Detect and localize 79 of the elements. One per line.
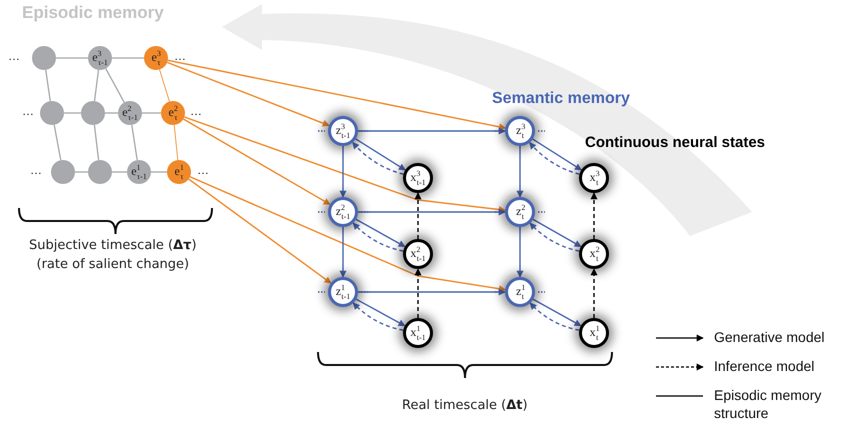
- arrow: [183, 118, 331, 206]
- axis-caption: Real timescale (Δt): [402, 398, 528, 413]
- arrow: [358, 128, 506, 134]
- axis-caption: Subjective timescale (Δτ): [29, 238, 197, 253]
- memory-node: [127, 160, 151, 184]
- arrow: [530, 222, 580, 252]
- connector-line: [142, 112, 161, 114]
- connector-line: [105, 112, 118, 114]
- arrow: [356, 218, 406, 248]
- arrow: [340, 146, 346, 198]
- arrow: [190, 176, 506, 292]
- memory-node: [32, 46, 56, 70]
- memory-node: [167, 160, 191, 184]
- latent-state-node: [505, 197, 535, 227]
- connector-line: [54, 124, 62, 160]
- connector-line: [45, 70, 51, 102]
- connector-line: [159, 69, 170, 102]
- neural-state-node: [403, 239, 433, 269]
- connector-line: [94, 124, 100, 160]
- connector-line: [174, 124, 178, 160]
- arrow: [358, 288, 506, 296]
- memory-node: [40, 101, 64, 125]
- connector-line: [56, 57, 88, 59]
- arrow: [414, 192, 422, 239]
- neural-state-node: [579, 239, 609, 269]
- arrow: [184, 116, 506, 213]
- axis-caption: (rate of salient change): [36, 257, 190, 272]
- legend-label: Inference model: [714, 358, 816, 376]
- arrow: [188, 178, 332, 284]
- arrow: [532, 298, 582, 326]
- arrow: [352, 302, 404, 331]
- connector-line: [64, 112, 81, 114]
- arrow: [414, 268, 422, 318]
- latent-state-node: [328, 197, 358, 227]
- arrow: [168, 60, 506, 130]
- latent-state-node: [505, 277, 535, 307]
- legend-label: Episodic memory structure: [714, 387, 822, 422]
- memory-node: [88, 46, 112, 70]
- connector-line: [131, 124, 138, 160]
- connector-line: [112, 57, 144, 59]
- ellipsis: …: [174, 49, 186, 63]
- arrow: [356, 298, 406, 326]
- arrow: [532, 218, 582, 248]
- arrow: [516, 146, 524, 198]
- connector-line: [105, 68, 125, 103]
- neural-state-node: [403, 163, 433, 193]
- arrow: [590, 192, 598, 239]
- arrow: [516, 227, 524, 278]
- arrow: [530, 302, 580, 331]
- neural-state-node: [579, 163, 609, 193]
- ellipsis: …: [30, 163, 42, 177]
- arrow: [340, 227, 346, 278]
- memory-node: [88, 160, 112, 184]
- ellipsis: …: [22, 104, 34, 118]
- connector-line: [75, 171, 88, 173]
- arrow: [352, 222, 404, 252]
- arrow: [166, 62, 330, 127]
- memory-node: [51, 160, 75, 184]
- ellipsis: …: [8, 49, 20, 63]
- arrow: [590, 268, 598, 318]
- connector-line: [94, 70, 100, 102]
- latent-state-node: [328, 116, 358, 146]
- section-title: Continuous neural states: [585, 134, 766, 151]
- memory-node: [161, 101, 185, 125]
- connector-line: [151, 171, 167, 173]
- latent-state-node: [505, 116, 535, 146]
- ellipsis: …: [190, 104, 202, 118]
- legend-label: Generative model: [714, 329, 826, 346]
- arrow: [358, 208, 506, 216]
- memory-node: [81, 101, 105, 125]
- neural-state-node: [403, 318, 433, 348]
- connector-line: [112, 171, 127, 173]
- neural-state-node: [579, 318, 609, 348]
- ellipsis: …: [197, 163, 209, 177]
- section-title: Semantic memory: [492, 90, 630, 108]
- memory-node: [144, 46, 168, 70]
- memory-node: [118, 101, 142, 125]
- latent-state-node: [328, 277, 358, 307]
- section-title: Episodic memory: [22, 3, 164, 23]
